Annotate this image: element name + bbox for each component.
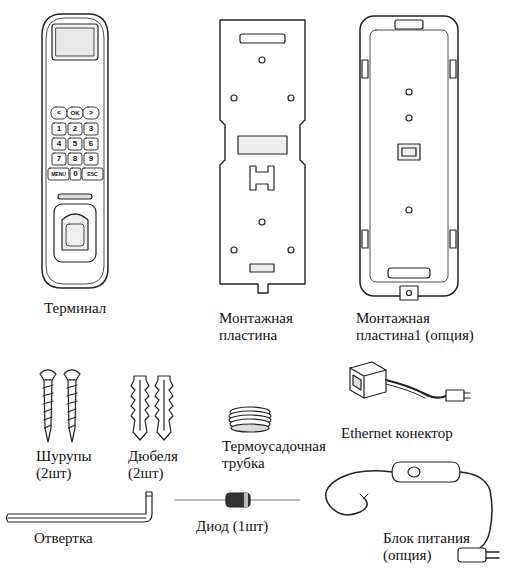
key-label: 6 [84, 138, 98, 150]
diode-drawing [175, 493, 300, 507]
part-name: Отвертка [34, 530, 154, 547]
part-name: Диод (1шт) [196, 518, 316, 535]
part-name: Блок питания (опция) [383, 530, 485, 564]
key-label: MENU [48, 168, 69, 180]
key-label: ESC [82, 168, 103, 180]
part-name: Шурупы (2шт) [36, 448, 100, 482]
key-label: 4 [52, 138, 66, 150]
part-name: Монтажная пластина [219, 310, 311, 344]
mounting-plate-drawing [220, 20, 305, 293]
key-label: 2 [68, 123, 82, 135]
mounting-plate-option-drawing [360, 16, 458, 300]
part-name: Монтажная пластина1 (опция) [356, 310, 491, 344]
key-label: 1 [52, 123, 66, 135]
part-name: Ethernet конектор [341, 425, 501, 442]
ethernet-connector-drawing [350, 362, 470, 401]
key-label: OK [67, 107, 83, 119]
key-label: > [83, 107, 99, 119]
part-name: Термоусадочная трубка [222, 438, 342, 472]
key-label: 5 [68, 138, 82, 150]
heat-shrink-drawing [229, 407, 271, 432]
anchors-drawing [131, 376, 173, 440]
key-label: 9 [84, 153, 98, 165]
key-label: 0 [70, 168, 81, 180]
terminal-drawing [42, 14, 108, 288]
hex-key-drawing [7, 492, 153, 522]
part-name: Терминал [44, 300, 164, 317]
key-label: 3 [84, 123, 98, 135]
key-label: < [51, 107, 67, 119]
screws-drawing [40, 370, 80, 442]
key-label: 8 [68, 153, 82, 165]
part-name: Дюбеля (2шт) [128, 448, 192, 482]
key-label: 7 [52, 153, 66, 165]
